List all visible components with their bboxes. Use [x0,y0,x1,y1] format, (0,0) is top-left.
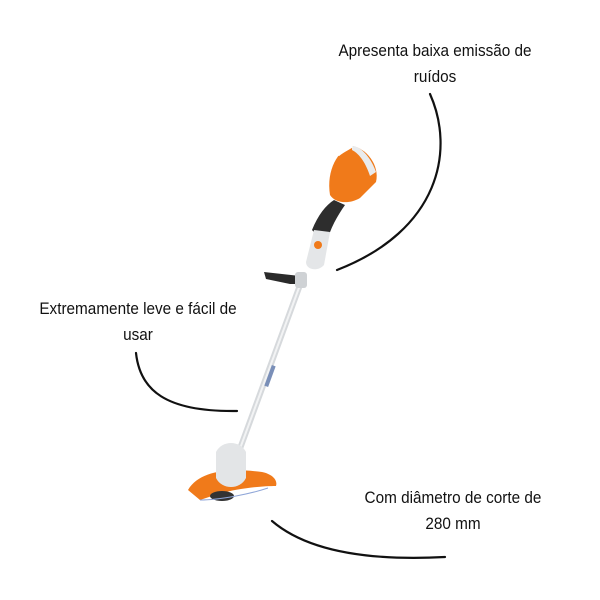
annotation-light-line2: usar [123,325,153,344]
annotation-noise-line2: ruídos [413,67,457,86]
annotation-diameter-line1: Com diâmetro de corte de [364,488,542,507]
annotation-noise-line1: Apresenta baixa emissão de [338,41,532,60]
callout-lines [134,92,447,559]
annotation-light: Extremamente leve e fácil de usar [5,296,271,348]
annotation-diameter: Com diâmetro de corte de 280 mm [324,485,581,537]
callout-line-diameter [270,519,447,559]
trimmer-handle [264,272,302,284]
annotation-diameter-line2: 280 mm [425,514,481,533]
annotation-noise: Apresenta baixa emissão de ruídos [305,38,566,90]
callout-line-light [134,351,239,413]
callout-line-noise [335,92,442,272]
grass-trimmer-image [188,144,377,501]
annotation-light-line1: Extremamente leve e fácil de [39,299,237,318]
